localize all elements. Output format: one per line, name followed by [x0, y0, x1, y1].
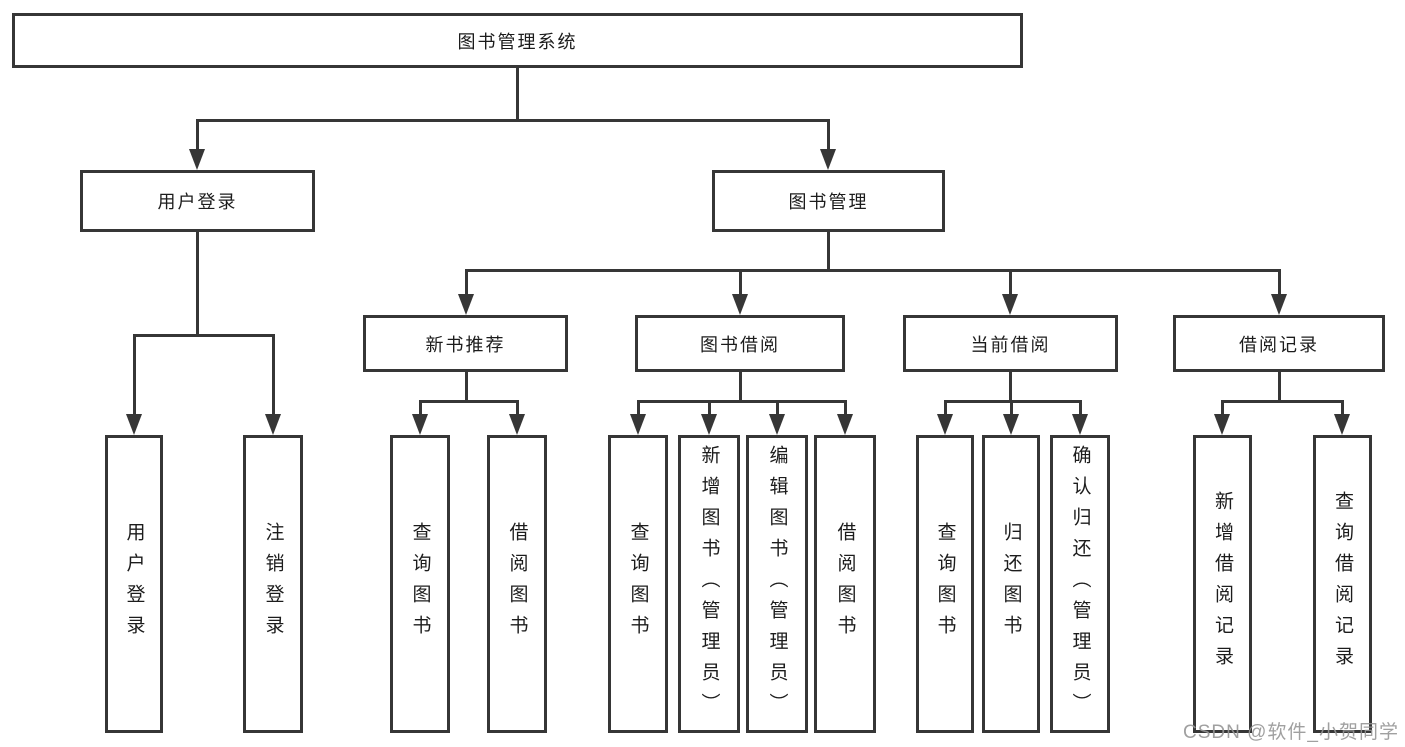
node-leaf-query-borrow-record: 查询借阅记录: [1313, 435, 1372, 733]
node-label: 查询图书: [934, 522, 956, 646]
node-label: 图书管理: [788, 192, 869, 212]
arrow-down-icon: [1214, 414, 1230, 435]
arrow-down-icon: [820, 149, 836, 170]
connector-line-vertical: [1277, 372, 1281, 401]
connector-line-vertical: [738, 270, 742, 310]
connector-line-vertical: [271, 335, 275, 430]
node-label: 查询图书: [627, 522, 649, 646]
connector-line-horizontal: [132, 333, 275, 337]
arrow-down-icon: [1072, 414, 1088, 435]
node-label: 新增图书（管理员）: [698, 444, 720, 724]
connector-line-horizontal: [418, 399, 519, 403]
node-new-book-recommend: 新书推荐: [363, 315, 568, 372]
arrow-down-icon: [189, 149, 205, 170]
arrow-down-icon: [509, 414, 525, 435]
node-leaf-add-books-admin: 新增图书（管理员）: [678, 435, 740, 733]
node-borrowing-records: 借阅记录: [1173, 315, 1385, 372]
node-leaf-borrow-books: 借阅图书: [814, 435, 876, 733]
connector-line-vertical: [464, 270, 468, 310]
connector-line-horizontal: [195, 118, 830, 122]
node-label: 新书推荐: [425, 334, 506, 355]
connector-line-vertical: [464, 372, 468, 401]
arrow-down-icon: [412, 414, 428, 435]
node-label: 新增借阅记录: [1212, 491, 1233, 677]
node-leaf-query-books-rec: 查询图书: [390, 435, 450, 733]
node-label: 确认归还（管理员）: [1069, 444, 1091, 724]
arrow-down-icon: [458, 294, 474, 315]
connector-line-horizontal: [943, 399, 1082, 403]
connector-line-vertical: [738, 372, 742, 401]
node-user-login: 用户登录: [80, 170, 315, 232]
node-label: 查询借阅记录: [1332, 491, 1353, 677]
connector-line-horizontal: [636, 399, 847, 403]
node-current-borrowing: 当前借阅: [903, 315, 1118, 372]
node-leaf-edit-books-admin: 编辑图书（管理员）: [746, 435, 808, 733]
arrow-down-icon: [1003, 414, 1019, 435]
arrow-down-icon: [630, 414, 646, 435]
node-label: 用户登录: [157, 192, 238, 212]
connector-line-vertical: [826, 120, 830, 165]
node-leaf-borrow-books-rec: 借阅图书: [487, 435, 547, 733]
connector-line-vertical: [826, 232, 830, 270]
arrow-down-icon: [837, 414, 853, 435]
node-leaf-user-login: 用户登录: [105, 435, 163, 733]
node-label: 归还图书: [1000, 522, 1022, 646]
node-leaf-confirm-return-admin: 确认归还（管理员）: [1050, 435, 1110, 733]
node-label: 用户登录: [123, 522, 145, 646]
node-book-borrowing: 图书借阅: [635, 315, 845, 372]
connector-line-vertical: [1277, 270, 1281, 310]
arrow-down-icon: [126, 414, 142, 435]
node-label: 编辑图书（管理员）: [766, 444, 788, 724]
node-leaf-query-books-current: 查询图书: [916, 435, 974, 733]
connector-line-vertical: [1008, 372, 1012, 401]
node-root: 图书管理系统: [12, 13, 1023, 68]
arrow-down-icon: [769, 414, 785, 435]
node-label: 借阅图书: [506, 522, 528, 646]
connector-line-vertical: [132, 335, 136, 430]
node-leaf-logout: 注销登录: [243, 435, 303, 733]
arrow-down-icon: [265, 414, 281, 435]
node-leaf-return-books: 归还图书: [982, 435, 1040, 733]
arrow-down-icon: [1334, 414, 1350, 435]
arrow-down-icon: [937, 414, 953, 435]
node-label: 当前借阅: [970, 334, 1051, 355]
node-label: 查询图书: [409, 522, 431, 646]
node-label: 注销登录: [262, 522, 284, 646]
arrow-down-icon: [1002, 294, 1018, 315]
connector-line-horizontal: [1220, 399, 1344, 403]
connector-line-vertical: [1008, 270, 1012, 310]
node-leaf-query-books-borrow: 查询图书: [608, 435, 668, 733]
arrow-down-icon: [1271, 294, 1287, 315]
arrow-down-icon: [701, 414, 717, 435]
node-label: 借阅记录: [1239, 334, 1319, 355]
connector-line-horizontal: [464, 268, 1281, 272]
connector-line-vertical: [195, 120, 199, 165]
node-label: 图书管理系统: [457, 31, 578, 52]
connector-line-vertical: [515, 68, 519, 120]
watermark: CSDN @软件_小贺同学: [1183, 722, 1399, 743]
node-leaf-add-borrow-record: 新增借阅记录: [1193, 435, 1252, 733]
node-book-management: 图书管理: [712, 170, 945, 232]
node-label: 借阅图书: [834, 522, 856, 646]
node-label: 图书借阅: [700, 334, 780, 355]
arrow-down-icon: [732, 294, 748, 315]
connector-line-vertical: [195, 232, 199, 335]
